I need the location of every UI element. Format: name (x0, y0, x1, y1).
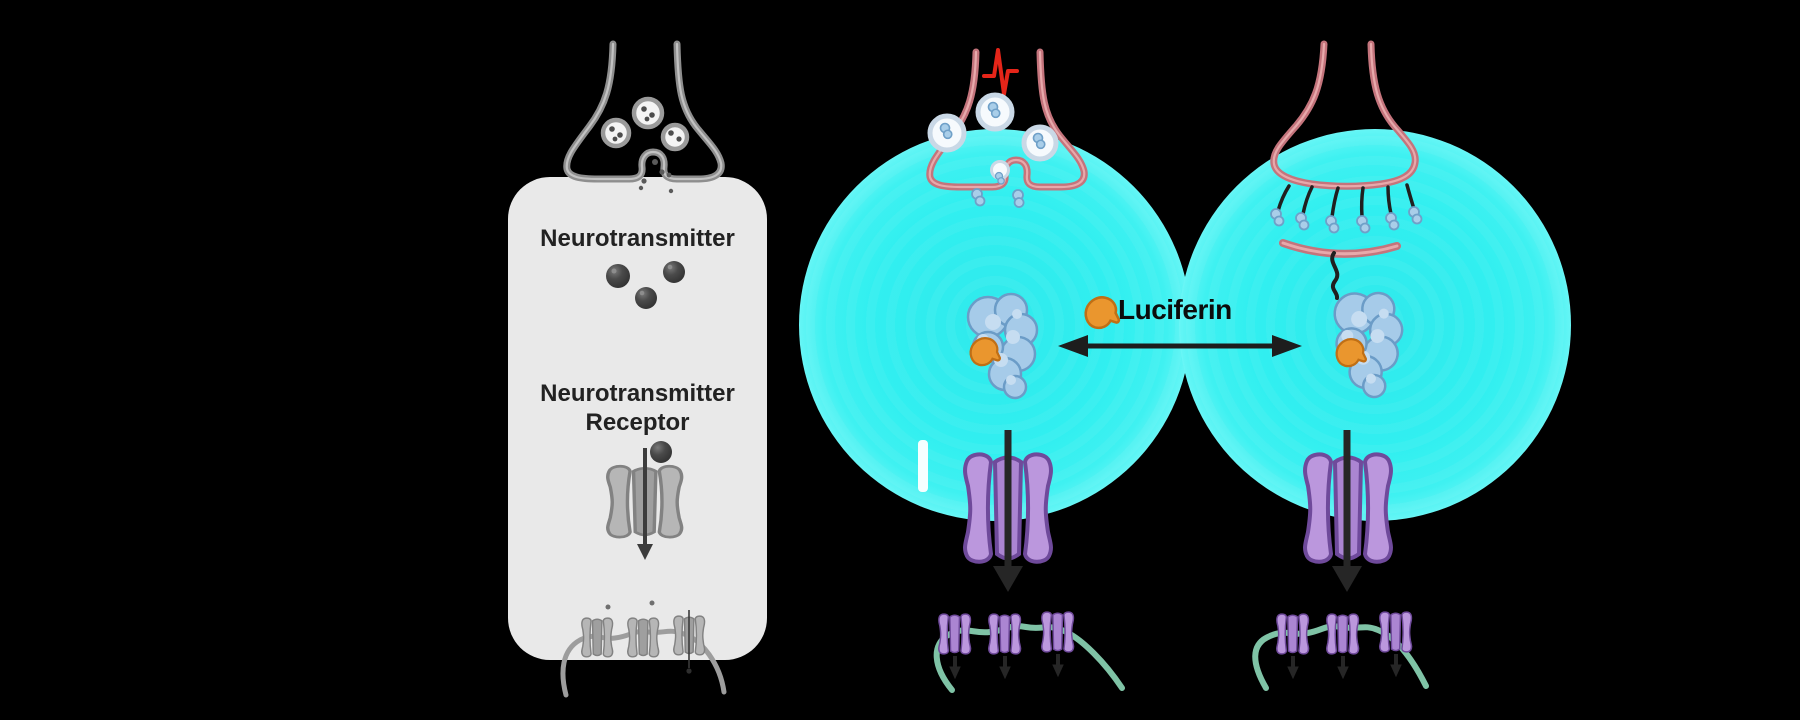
legend-released-neurotransmitter-dots (638, 159, 674, 194)
legend-bound-neurotransmitter-sphere (650, 441, 672, 463)
white-highlight-bar (918, 440, 928, 492)
linker-squiggle (1330, 251, 1340, 300)
tethered-neurotransmitters (1270, 183, 1423, 234)
legend-vesicle-icon (600, 96, 690, 152)
equilibrium-arrow (1058, 335, 1302, 357)
left-signal-arrow (993, 430, 1023, 592)
legend-receptor-channel-icon (607, 441, 682, 560)
receptor-label-line1: Neurotransmitter (540, 380, 735, 407)
luciferase-protein-icon (1325, 287, 1408, 401)
synaptic-vesicle-icon (927, 92, 1059, 162)
legend-panel (508, 177, 767, 660)
luciferin-label: Luciferin (1118, 294, 1232, 325)
right-membrane-with-channels (1252, 612, 1429, 691)
released-neurotransmitter (971, 188, 986, 207)
neurotransmitter-receptor-label: Neurotransmitter Receptor (508, 379, 767, 437)
released-neurotransmitter (1009, 187, 1028, 209)
action-potential-icon (982, 48, 1019, 96)
luciferin-icon (1084, 296, 1121, 330)
legend-membrane-with-channels (560, 600, 727, 698)
silent-presynaptic-terminal-icon (1270, 40, 1419, 190)
right-signal-arrow (1332, 430, 1362, 592)
legend-presynaptic-terminal-icon (566, 44, 722, 194)
receptor-label-line2: Receptor (585, 409, 690, 436)
active-presynaptic-terminal-icon (927, 48, 1085, 209)
legend-flow-arrow (637, 448, 653, 560)
legend-neurotransmitter-spheres (606, 261, 685, 309)
membrane-strand-icon (1279, 239, 1401, 258)
left-membrane-with-channels (933, 612, 1125, 693)
neurotransmitter-label: Neurotransmitter (540, 225, 735, 252)
